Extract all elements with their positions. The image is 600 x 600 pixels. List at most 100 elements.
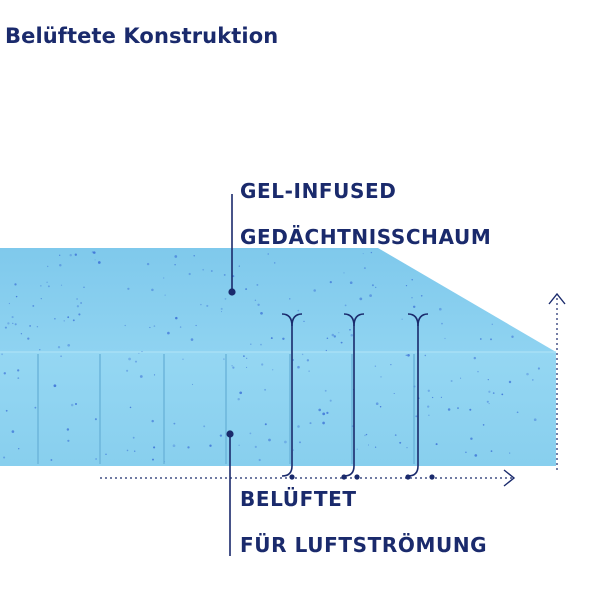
gel-particle (268, 438, 271, 442)
gel-particle (297, 365, 300, 369)
gel-particle (7, 322, 10, 325)
gel-particle (164, 294, 166, 296)
gel-particle (490, 338, 492, 341)
gel-particle (444, 337, 446, 340)
gel-particle (367, 444, 370, 446)
gel-particle (134, 360, 138, 363)
gel-particle (411, 278, 413, 281)
gel-particle (329, 280, 332, 284)
gel-particle (297, 425, 300, 428)
gel-particle (203, 425, 206, 428)
gel-particle (431, 396, 434, 399)
gel-particle (200, 303, 202, 306)
gel-particle (8, 302, 11, 305)
gel-particle (127, 287, 130, 290)
gel-particle (141, 351, 143, 353)
gel-particle (63, 320, 65, 322)
gel-particle (40, 285, 42, 287)
gel-particle (427, 389, 430, 392)
gel-particle (239, 391, 243, 395)
gel-particle (223, 358, 225, 360)
gel-particle (428, 414, 430, 416)
gel-particle (301, 353, 304, 356)
gel-particle (413, 385, 416, 388)
gel-particle (297, 309, 300, 312)
gel-particle (326, 337, 329, 340)
gel-particle (17, 447, 20, 450)
gel-particle (440, 396, 442, 398)
gel-particle (188, 272, 191, 276)
gel-particle (264, 423, 267, 426)
gel-particle (292, 359, 294, 361)
gel-particle (351, 425, 354, 428)
gel-particle (338, 332, 340, 334)
gel-particle (14, 283, 17, 286)
gel-particle (256, 283, 259, 286)
gel-particle (526, 372, 529, 376)
gel-particle (1, 353, 4, 356)
gel-particle (469, 408, 472, 411)
gel-particle (420, 294, 423, 297)
gel-particle (465, 451, 467, 454)
gel-particle (29, 325, 31, 327)
gel-particle (206, 304, 209, 307)
gel-particle (76, 298, 79, 300)
gel-particle (60, 355, 62, 358)
foam-front-face (0, 352, 556, 466)
gel-particle (153, 374, 156, 376)
gel-particle (479, 338, 482, 340)
gel-particle (174, 264, 176, 266)
gel-particle (374, 365, 377, 367)
gel-particle (163, 461, 166, 463)
gel-particle (306, 359, 310, 362)
gel-particle (93, 251, 96, 254)
gel-particle (174, 255, 178, 258)
gel-particle (349, 281, 353, 285)
gel-particle (375, 402, 379, 406)
gel-particle (370, 251, 373, 254)
gel-particle (412, 305, 416, 309)
gel-particle (405, 354, 408, 357)
gel-particle (202, 268, 205, 271)
gel-particle (260, 343, 262, 346)
gel-particle (153, 325, 156, 327)
gel-particle (250, 343, 252, 346)
gel-particle (34, 406, 37, 409)
gel-particle (39, 349, 41, 351)
gel-particle (172, 444, 176, 448)
gel-particle (350, 333, 354, 337)
gel-particle (260, 311, 263, 315)
gel-particle (57, 346, 61, 349)
gel-particle (76, 305, 80, 308)
gel-particle (210, 270, 213, 272)
gel-particle (257, 303, 260, 306)
gel-particle (356, 448, 358, 450)
gel-particle (221, 311, 222, 313)
gel-particle (105, 453, 107, 456)
gel-particle (258, 458, 261, 462)
gel-particle (394, 434, 397, 436)
gel-particle (133, 450, 136, 452)
gel-particle (173, 422, 176, 425)
gel-particle (231, 365, 233, 367)
gel-particle (46, 281, 48, 283)
vent-callout: BELÜFTET FÜR LUFTSTRÖMUNG (240, 476, 487, 568)
gel-particle (149, 326, 151, 329)
gel-particle (182, 358, 184, 360)
gel-particle (508, 380, 512, 384)
gel-particle (272, 369, 274, 371)
gel-particle (232, 366, 235, 369)
gel-particle (67, 316, 70, 319)
gel-particle (219, 434, 223, 437)
ventilation-channels (37, 354, 415, 464)
page-title: Belüftete Konstruktion (5, 24, 279, 48)
foam-leader-dot (228, 288, 236, 296)
gel-particle (139, 375, 143, 378)
arrow-up-icon (548, 292, 566, 305)
gel-particle (401, 318, 403, 320)
gel-particle (488, 390, 491, 393)
gel-particle (179, 326, 182, 328)
gel-particle (97, 261, 101, 264)
gel-particle (126, 449, 129, 452)
